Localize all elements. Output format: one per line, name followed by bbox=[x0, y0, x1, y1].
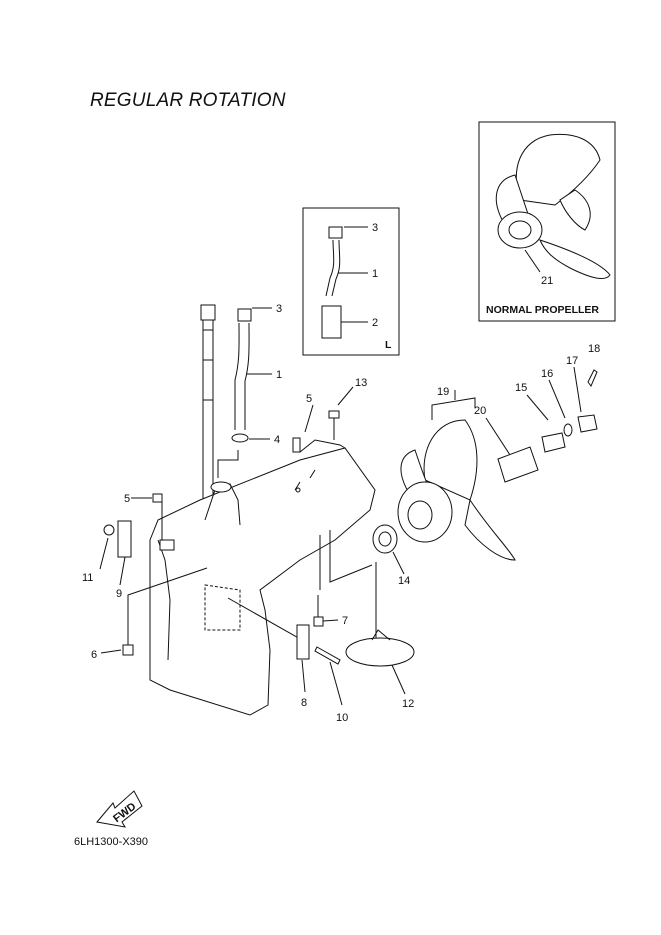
callout-6: 6 bbox=[91, 649, 97, 661]
callout-13: 13 bbox=[355, 377, 367, 389]
leader-lines bbox=[127, 450, 377, 641]
callout-3: 3 bbox=[276, 303, 282, 315]
callout-11: 11 bbox=[82, 572, 93, 584]
propeller-hardware bbox=[497, 366, 598, 483]
callout-18: 18 bbox=[588, 343, 600, 355]
callout-1: 1 bbox=[276, 369, 282, 381]
callout-17: 17 bbox=[566, 355, 578, 367]
water-tube bbox=[231, 307, 272, 443]
callout-5-lower: 5 bbox=[124, 493, 130, 505]
lower-casing bbox=[149, 439, 376, 716]
callout-16: 16 bbox=[541, 368, 553, 380]
inset-l-tag: L bbox=[385, 339, 392, 351]
drive-shaft bbox=[200, 304, 216, 501]
callout-21-inset: 21 bbox=[541, 275, 553, 287]
inset-callout-1: 1 bbox=[372, 268, 378, 280]
callout-10: 10 bbox=[336, 712, 348, 724]
inset-callout-3: 3 bbox=[372, 222, 378, 234]
diagram-title: REGULAR ROTATION bbox=[90, 90, 286, 111]
callout-19: 19 bbox=[437, 386, 449, 398]
inset-l-variant: 3 1 2 L bbox=[302, 207, 400, 356]
callout-12: 12 bbox=[402, 698, 414, 710]
callout-14: 14 bbox=[398, 575, 410, 587]
callout-7: 7 bbox=[342, 615, 348, 627]
callout-20: 20 bbox=[474, 405, 486, 417]
diagram-code: 6LH1300-X390 bbox=[74, 836, 149, 848]
inset-callout-2: 2 bbox=[372, 317, 378, 329]
normal-propeller-caption: NORMAL PROPELLER bbox=[486, 304, 599, 316]
inset-normal-propeller: 21 NORMAL PROPELLER bbox=[478, 121, 616, 322]
callout-5-upper: 5 bbox=[306, 393, 312, 405]
small-parts bbox=[103, 410, 415, 667]
callout-15: 15 bbox=[515, 382, 527, 394]
callout-leaders bbox=[99, 386, 406, 706]
callout-9: 9 bbox=[116, 588, 122, 600]
propeller bbox=[397, 390, 516, 561]
callout-8: 8 bbox=[301, 697, 307, 709]
callout-4: 4 bbox=[274, 434, 280, 446]
fwd-arrow: FWD bbox=[96, 790, 143, 828]
